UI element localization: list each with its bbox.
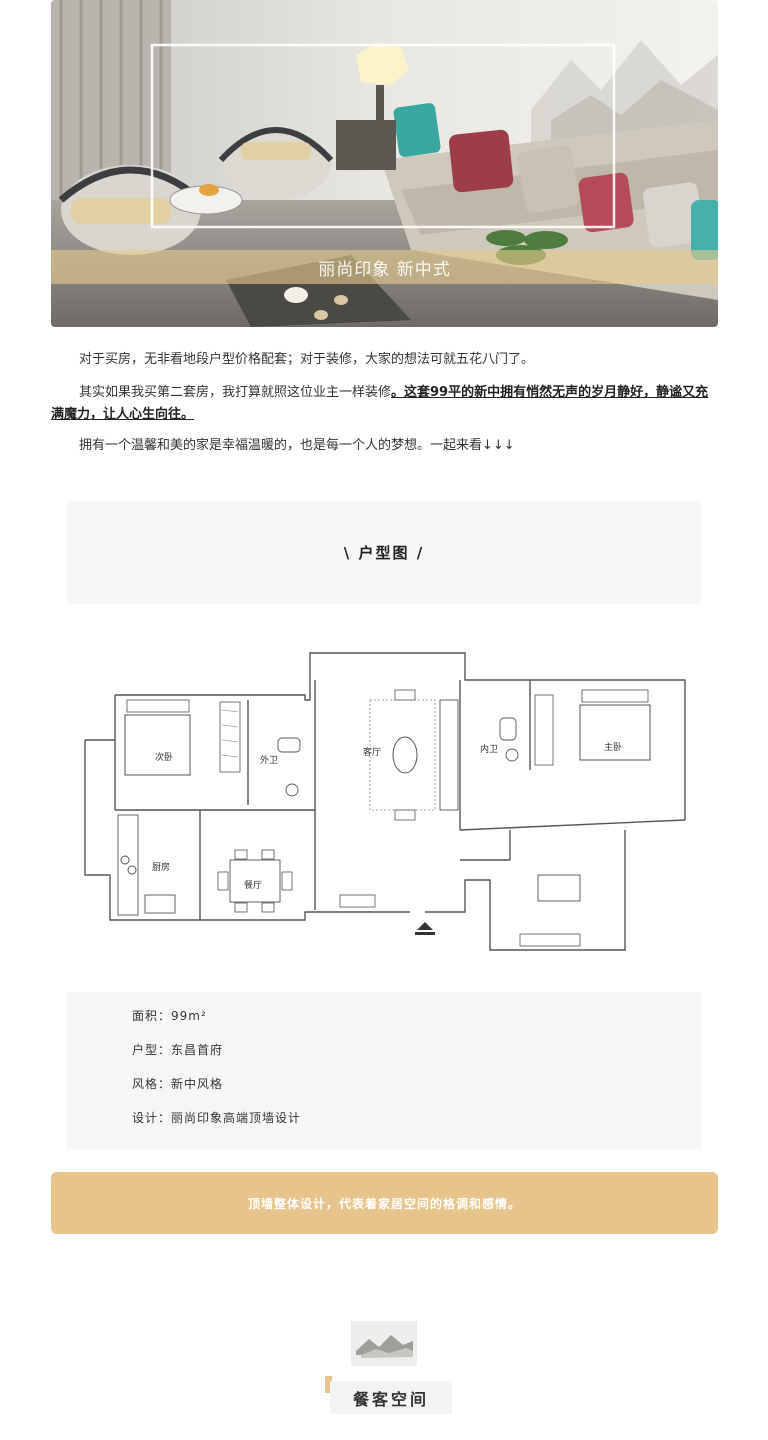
info-area: 面积：99m² [132, 1009, 207, 1023]
floorplan-title-box: \ 户型图 / [67, 501, 701, 604]
label-second-bedroom: 次卧 [155, 751, 173, 763]
intro-paragraph-2-highlight: 。这套99平的新中拥有悄然无声的岁月静好，静谧又充满魔力，让人心生向往。 [51, 385, 709, 422]
hero-caption: 丽尚印象 新中式 [318, 259, 451, 280]
project-info-box: 面积：99m² 户型：东昌首府 风格：新中风格 设计：丽尚印象高端顶墙设计 [67, 992, 701, 1149]
hero-image: 丽尚印象 新中式 [51, 0, 718, 327]
quote-banner: 顶墙整体设计，代表着家居空间的格调和感情。 [51, 1172, 718, 1234]
floor-plan-diagram: 次卧 外卫 客厅 内卫 主卧 厨房 餐厅 [84, 652, 686, 951]
label-dining-room: 餐厅 [244, 879, 262, 891]
section-accent-bar [325, 1376, 332, 1393]
section-title-dining-living: 餐客空间 [330, 1381, 452, 1414]
info-layout: 户型：东昌首府 [132, 1043, 224, 1057]
intro-paragraph-3: 拥有一个温馨和美的家是幸福温暖的，也是每一个人的梦想。一起来看↓↓↓ [79, 438, 515, 453]
label-master-bath: 内卫 [480, 743, 498, 755]
info-design: 设计：丽尚印象高端顶墙设计 [132, 1111, 302, 1125]
label-living-room: 客厅 [363, 746, 381, 758]
intro-paragraph-2: 其实如果我买第二套房，我打算就照这位业主一样装修。这套99平的新中拥有悄然无声的… [51, 382, 718, 426]
floorplan-title: \ 户型图 / [343, 544, 425, 562]
intro-paragraph-1: 对于买房，无非看地段户型价格配套；对于装修，大家的想法可就五花八门了。 [79, 352, 535, 367]
landscape-thumbnail [351, 1321, 417, 1366]
label-kitchen: 厨房 [152, 861, 170, 873]
info-style: 风格：新中风格 [132, 1077, 224, 1091]
intro-paragraph-2-plain: 其实如果我买第二套房，我打算就照这位业主一样装修 [79, 385, 392, 400]
label-master-bedroom: 主卧 [604, 741, 622, 753]
label-guest-bath: 外卫 [260, 754, 278, 766]
living-room-photo [51, 0, 718, 327]
